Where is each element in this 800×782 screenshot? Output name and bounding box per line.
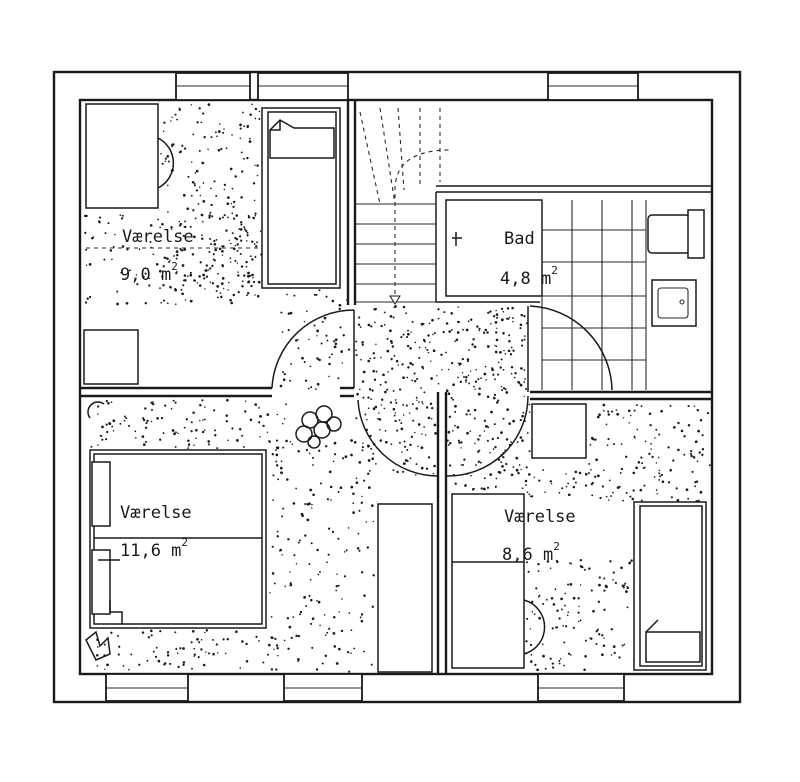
room-name: Værelse — [122, 227, 194, 247]
bathroom-tiles — [541, 200, 647, 390]
plant-small — [85, 630, 111, 661]
washbasin — [651, 279, 697, 327]
chair-2 — [523, 599, 546, 655]
room-label-bathroom: Bad 4,8 m2 — [500, 229, 558, 289]
room-name: Bad — [504, 229, 535, 249]
toilet — [647, 214, 691, 254]
room-area: 9,0 m2 — [120, 260, 178, 285]
plant-large — [295, 405, 342, 449]
room-name: Værelse — [120, 503, 192, 523]
bedroom-2-furniture — [85, 401, 433, 673]
bathroom — [445, 199, 705, 391]
room-label-bedroom-3: Værelse 8,6 m2 — [502, 507, 576, 565]
room-area: 8,6 m2 — [502, 540, 560, 565]
bedroom-3-furniture — [451, 403, 707, 671]
wardrobe-1 — [377, 503, 433, 673]
windows — [105, 72, 639, 702]
desk — [85, 103, 159, 209]
shelf-1 — [83, 329, 139, 385]
room-label-bedroom-2: Værelse 11,6 m2 — [120, 503, 192, 561]
interior-walls — [80, 100, 712, 674]
shelf-2 — [531, 403, 587, 459]
doors — [271, 306, 529, 477]
room-name: Værelse — [504, 507, 576, 527]
room-label-bedroom-1: Værelse 9,0 m2 — [86, 227, 262, 285]
stipple-texture — [83, 103, 711, 673]
staircase — [355, 107, 451, 305]
room-area: 11,6 m2 — [120, 536, 188, 561]
room-area: 4,8 m2 — [500, 264, 558, 289]
bedroom-1-furniture — [83, 103, 341, 385]
chair — [157, 137, 175, 189]
wardrobe-2 — [451, 493, 525, 669]
